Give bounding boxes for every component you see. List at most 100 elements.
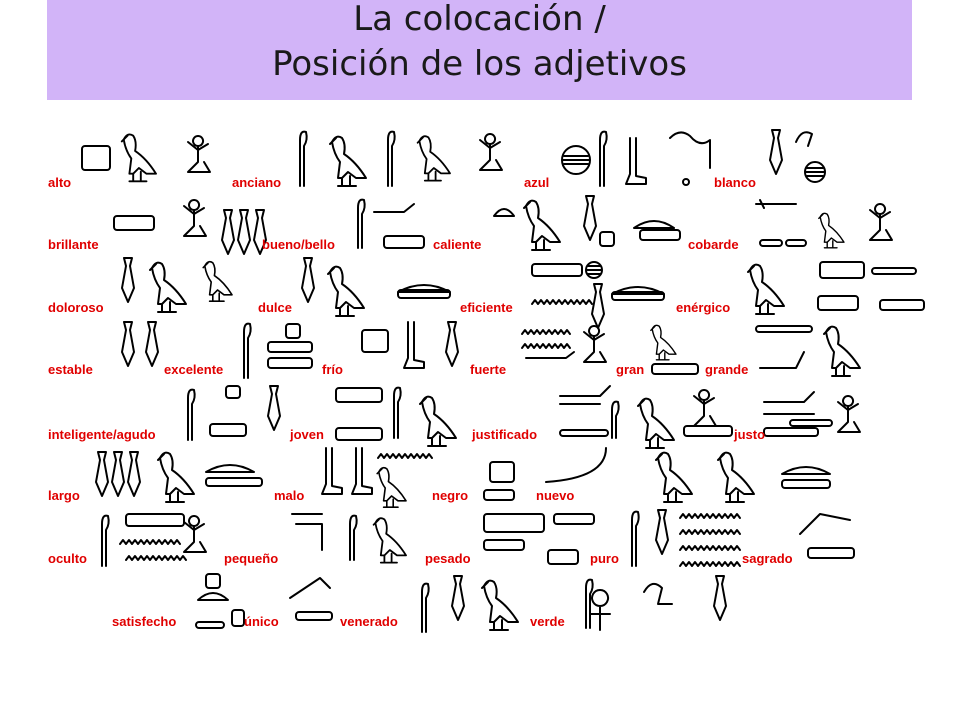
jar-shape	[145, 321, 159, 367]
hieroglyph-snake-icon	[525, 351, 575, 359]
bird-body	[657, 451, 693, 495]
bird-legs	[337, 175, 357, 187]
bird-beak	[523, 201, 531, 209]
bird-beak	[416, 136, 424, 144]
jar-shape	[127, 451, 141, 497]
bird-beak	[747, 265, 755, 273]
bird-beak	[823, 327, 831, 335]
word-anciano: anciano	[232, 175, 282, 190]
word-caliente: caliente	[433, 237, 482, 252]
bird-legs	[379, 552, 398, 564]
jar-shape	[253, 209, 267, 255]
jar-shape	[267, 385, 281, 431]
hieroglyph-slab-icon	[483, 513, 545, 533]
reed-stem	[585, 578, 594, 629]
bird-beak	[419, 397, 427, 405]
hieroglyph-loaf-icon	[493, 208, 515, 217]
sun-stripes	[562, 155, 590, 165]
hieroglyph-water-icon	[679, 545, 741, 551]
man-figure	[837, 395, 861, 433]
sun-stripes	[586, 265, 602, 275]
hieroglyph-jar-icon	[253, 209, 267, 255]
hieroglyph-jar-icon	[111, 451, 125, 497]
hieroglyph-slab-icon	[335, 427, 383, 441]
bird-legs	[663, 491, 683, 503]
hieroglyph-snake-icon	[643, 582, 673, 605]
hieroglyph-bird-icon	[717, 451, 755, 503]
hieroglyph-arm-icon	[763, 391, 815, 415]
title-line-2: Posición de los adjetivos	[272, 44, 687, 84]
hieroglyph-leg-icon	[403, 321, 425, 369]
bird-legs	[208, 292, 225, 303]
man-figure	[869, 203, 893, 241]
reed-stem	[421, 582, 430, 633]
water-line	[377, 453, 433, 459]
ankh	[589, 589, 611, 631]
hieroglyph-slab-icon	[683, 425, 733, 437]
bird-body	[122, 133, 157, 175]
loaf-shape	[781, 466, 831, 475]
hieroglyph-snake-icon	[795, 131, 813, 147]
page-title: La colocación / Posición de los adjetivo…	[47, 0, 912, 87]
hieroglyph-loaf-icon	[633, 220, 675, 229]
hieroglyph-jar-icon	[267, 385, 281, 431]
word-bueno-bello: bueno/bello	[262, 237, 335, 252]
word-frio: frío	[322, 362, 343, 377]
reed-stem	[299, 130, 308, 187]
hieroglyph-slab-icon	[559, 429, 609, 437]
hieroglyph-reed-icon	[393, 386, 402, 439]
hieroglyph-slab-icon	[231, 609, 245, 627]
bird-beak	[120, 134, 129, 143]
bird-legs	[382, 498, 399, 509]
hieroglyph-loaf-icon	[611, 286, 665, 295]
hieroglyph-slab-icon	[295, 611, 333, 621]
hieroglyph-glyphs	[81, 129, 925, 633]
arm	[559, 385, 611, 405]
hieroglyph-slab-icon	[531, 263, 583, 277]
bird-beak	[650, 325, 656, 332]
hieroglyph-jar-icon	[221, 209, 235, 255]
bird-beak	[481, 581, 489, 589]
reed-stem	[387, 130, 396, 187]
hieroglyph-whip-icon	[755, 199, 797, 209]
bird-beak	[637, 399, 645, 407]
bird-body	[329, 265, 365, 309]
hieroglyph-slab-icon	[383, 235, 425, 249]
hieroglyph-water-icon	[377, 453, 433, 459]
hieroglyph-slab-icon	[483, 489, 515, 501]
word-dulce: dulce	[258, 300, 292, 315]
hieroglyph-reed-icon	[187, 388, 196, 441]
man-figure	[479, 133, 503, 171]
sun-stripes	[805, 167, 825, 177]
bird-legs	[725, 491, 745, 503]
hieroglyph-reed-icon	[611, 400, 620, 439]
word-oculto: oculto	[48, 551, 87, 566]
jar-shape	[301, 257, 315, 303]
hieroglyph-water-icon	[521, 329, 571, 335]
hieroglyph-slab-icon	[611, 291, 665, 301]
hieroglyph-jar-icon	[655, 509, 669, 555]
hieroglyph-slab-icon	[225, 385, 241, 399]
bird-legs	[423, 170, 442, 182]
jar-shape	[445, 321, 459, 367]
bird-body	[749, 263, 785, 307]
word-alto: alto	[48, 175, 72, 190]
reed-stem	[611, 400, 620, 439]
hieroglyph-slab-icon	[639, 229, 681, 241]
bird-body	[418, 135, 451, 175]
water-line	[119, 539, 181, 545]
hieroglyph-slab-icon	[195, 621, 225, 629]
hieroglyph-bird-icon	[818, 212, 845, 249]
hieroglyph-jar-icon	[451, 575, 465, 621]
hieroglyph-slab-icon	[599, 231, 615, 247]
leg-shape	[321, 447, 343, 495]
bird-beak	[818, 213, 824, 220]
bird-body	[639, 397, 675, 441]
hieroglyph-reed-icon	[585, 578, 594, 629]
water-line	[679, 513, 741, 519]
hieroglyph-arm-icon	[559, 385, 611, 405]
reed-stem	[393, 386, 402, 439]
title-line-1: La colocación /	[353, 0, 606, 39]
hieroglyph-slab-icon	[397, 289, 451, 299]
hieroglyph-jar-icon	[301, 257, 315, 303]
